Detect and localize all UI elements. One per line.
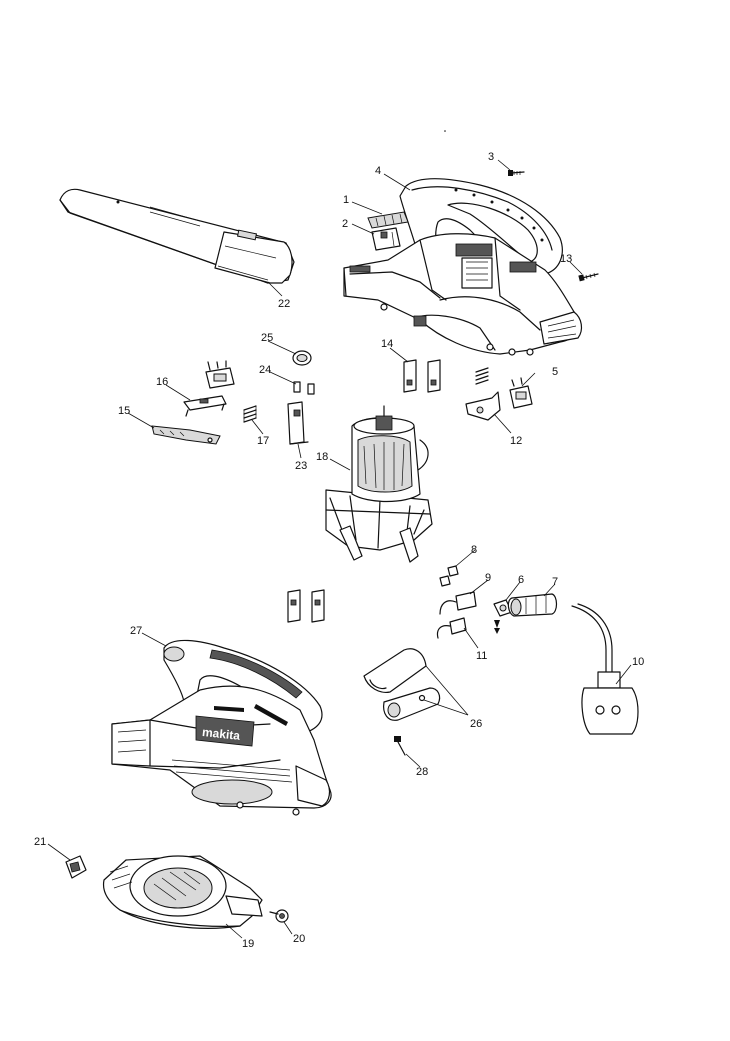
part-25-bearing xyxy=(292,350,312,366)
speck xyxy=(444,130,446,132)
part-28-screw xyxy=(394,736,406,756)
makita-logo: makita xyxy=(201,725,241,743)
part-18-motor-fan xyxy=(325,405,433,563)
part-21-clip xyxy=(65,855,87,879)
part-8-terminal xyxy=(447,565,459,577)
part-14-carbon-brushes xyxy=(403,359,441,393)
callout-labels: 1 2 3 4 5 6 7 8 9 10 11 12 13 14 15 16 1… xyxy=(34,151,644,950)
callout-16: 16 xyxy=(156,376,168,388)
part-17-spring xyxy=(243,405,257,423)
main-housing xyxy=(343,178,583,356)
callout-17: 17 xyxy=(257,435,269,447)
part-27-assembled-housing: makita xyxy=(111,639,332,816)
callout-7: 7 xyxy=(552,576,558,588)
part-brushes-lower xyxy=(287,589,325,623)
callout-22: 22 xyxy=(278,298,290,310)
part-22-nozzle-tube xyxy=(59,188,295,284)
part-6-cord-clamp xyxy=(493,599,513,634)
part-spring-right xyxy=(475,367,489,385)
callout-25: 25 xyxy=(261,332,273,344)
leader-lines xyxy=(47,159,632,939)
callout-6: 6 xyxy=(518,574,524,586)
part-11-connector xyxy=(436,617,467,639)
callout-12: 12 xyxy=(510,435,522,447)
part-microswitch-left xyxy=(205,360,235,389)
callout-19: 19 xyxy=(242,938,254,950)
part-5-microswitch xyxy=(509,377,533,409)
part-terminal-small xyxy=(439,575,451,587)
callout-20: 20 xyxy=(293,933,305,945)
part-20-knob xyxy=(269,909,289,923)
callout-5: 5 xyxy=(552,366,558,378)
part-19-base-cover xyxy=(102,855,263,929)
callout-24: 24 xyxy=(259,364,271,376)
callout-18: 18 xyxy=(316,451,328,463)
callout-2: 2 xyxy=(342,218,348,230)
part-12-brush-holder xyxy=(465,391,501,421)
callout-15: 15 xyxy=(118,405,130,417)
callout-11: 11 xyxy=(476,650,487,662)
callout-1: 1 xyxy=(343,194,349,206)
callout-10: 10 xyxy=(632,656,644,668)
callout-4: 4 xyxy=(375,165,381,177)
part-2-switch-block xyxy=(371,227,401,251)
callout-3: 3 xyxy=(488,151,494,163)
part-9-connector xyxy=(439,591,477,615)
part-7-cord-guard xyxy=(507,593,558,617)
part-16-bracket xyxy=(183,395,227,417)
part-13-screw xyxy=(578,272,599,282)
part-10-power-cord xyxy=(571,603,639,735)
part-26-cord-guide xyxy=(363,648,441,721)
callout-26: 26 xyxy=(470,718,482,730)
callout-9: 9 xyxy=(485,572,491,584)
callout-27: 27 xyxy=(130,625,142,637)
part-23-bracket-plate xyxy=(287,401,309,445)
part-1-switch-lever xyxy=(367,211,409,229)
part-3-screw xyxy=(508,170,525,176)
callout-23: 23 xyxy=(295,460,307,472)
callout-28: 28 xyxy=(416,766,428,778)
part-24-pins xyxy=(293,381,315,395)
callout-21: 21 xyxy=(34,836,46,848)
part-15-pcb xyxy=(151,425,221,445)
callout-13: 13 xyxy=(560,253,572,265)
callout-14: 14 xyxy=(381,338,393,350)
callout-8: 8 xyxy=(471,544,477,556)
